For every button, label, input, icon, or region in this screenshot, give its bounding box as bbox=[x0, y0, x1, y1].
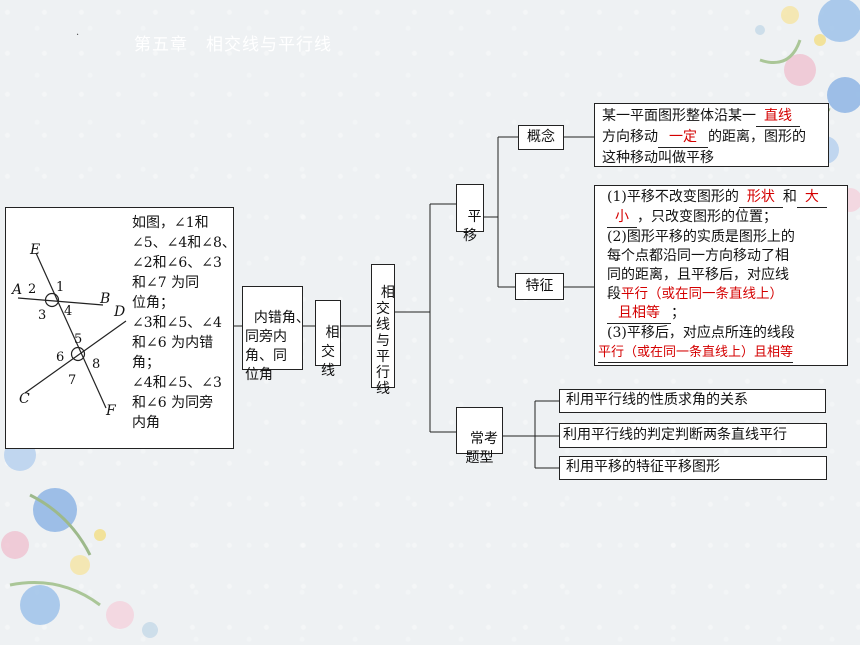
translation-node: 平 移 bbox=[456, 184, 484, 244]
concept-node: 概念 bbox=[518, 125, 564, 150]
common-type-item-2: 利用平行线的判定判断两条直线平行 bbox=[559, 423, 827, 448]
features-answer-parallel-1: 平行（或在同一条直线上） bbox=[621, 286, 783, 302]
features-p2d: 段 bbox=[607, 286, 621, 302]
angles-node-label: 内错角、 同旁内 角、同 位角 bbox=[245, 310, 310, 383]
features-p1c: ，只改变图形的位置； bbox=[637, 209, 777, 225]
common-types-label: 常考 题型 bbox=[465, 431, 498, 466]
features-p2e: ； bbox=[671, 305, 685, 321]
common-type-item-3: 利用平移的特征平移图形 bbox=[559, 456, 827, 480]
features-p3: (3)平移后，对应点所连的线段 bbox=[607, 325, 795, 341]
intersecting-lines-label: 相 交 线 bbox=[321, 325, 340, 379]
features-node: 特征 bbox=[515, 273, 564, 300]
concept-line2b: 的距离，图形的 bbox=[708, 129, 806, 145]
label-C: C bbox=[19, 391, 30, 407]
angle-number-1: 1 bbox=[56, 280, 65, 295]
root-node-label: 相 交 线 与 平 行 线 bbox=[376, 285, 395, 397]
features-text-box: (1)平移不改变图形的形状和大 小，只改变图形的位置； (2)图形平移的实质是图… bbox=[594, 185, 848, 366]
features-p1b: 和 bbox=[782, 189, 797, 205]
label-D: D bbox=[114, 304, 126, 320]
angle-number-5: 5 bbox=[74, 332, 83, 347]
angle-number-8: 8 bbox=[92, 357, 101, 372]
label-F: F bbox=[106, 403, 116, 419]
concept-text-box: 某一平面图形整体沿某一直线 方向移动一定的距离，图形的 这种移动叫做平移 bbox=[594, 103, 829, 167]
label-E: E bbox=[30, 242, 41, 258]
angle-number-7: 7 bbox=[68, 373, 77, 388]
translation-node-label: 平 移 bbox=[463, 209, 482, 244]
angle-number-6: 6 bbox=[56, 350, 65, 365]
features-answer-size-1: 大 bbox=[796, 188, 827, 208]
angles-node: 内错角、 同旁内 角、同 位角 bbox=[242, 286, 310, 383]
angle-number-4: 4 bbox=[64, 304, 73, 319]
angle-number-2: 2 bbox=[28, 282, 37, 297]
concept-line3: 这种移动叫做平移 bbox=[602, 150, 714, 166]
concept-node-label: 概念 bbox=[527, 129, 555, 145]
concept-answer-2: 一定 bbox=[658, 127, 708, 148]
intersecting-lines-node: 相 交 线 bbox=[315, 300, 341, 379]
features-answer-size-2: 小 bbox=[607, 208, 637, 228]
angle-figure-box: E A B D C F 2 1 3 4 5 6 8 7 如图，∠1和 ∠5、∠4… bbox=[5, 207, 236, 449]
angle-number-3: 3 bbox=[38, 308, 47, 323]
features-answer-shape: 形状 bbox=[738, 188, 783, 208]
common-type-item-1: 利用平行线的性质求角的关系 bbox=[559, 389, 826, 413]
root-node: 相 交 线 与 平 行 线 bbox=[371, 264, 395, 397]
features-answer-parallel-2: 平行（或在同一条直线上）且相等 bbox=[598, 343, 794, 363]
page-title: 第五章 相交线与平行线 bbox=[134, 35, 332, 55]
common-types-node: 常考 题型 bbox=[456, 407, 503, 466]
features-answer-equal-1: 且相等 bbox=[607, 304, 671, 324]
features-p2: (2)图形平移的实质是图形上的 每个点都沿同一方向移动了相 同的距离，且平移后，… bbox=[607, 229, 795, 283]
concept-line2a: 方向移动 bbox=[602, 129, 658, 145]
label-B: B bbox=[100, 291, 111, 307]
concept-answer-1: 直线 bbox=[756, 106, 800, 127]
concept-line1: 某一平面图形整体沿某一 bbox=[602, 108, 756, 124]
angle-relations-text: 如图，∠1和 ∠5、∠4和∠8、 ∠2和∠6、∠3 和∠7 为同 位角； ∠3和… bbox=[132, 215, 236, 431]
dot-mark: · bbox=[76, 30, 80, 41]
features-p1a: (1)平移不改变图形的 bbox=[607, 189, 739, 205]
features-node-label: 特征 bbox=[525, 278, 554, 294]
intersecting-lines-figure bbox=[17, 252, 127, 409]
label-A: A bbox=[12, 282, 23, 298]
